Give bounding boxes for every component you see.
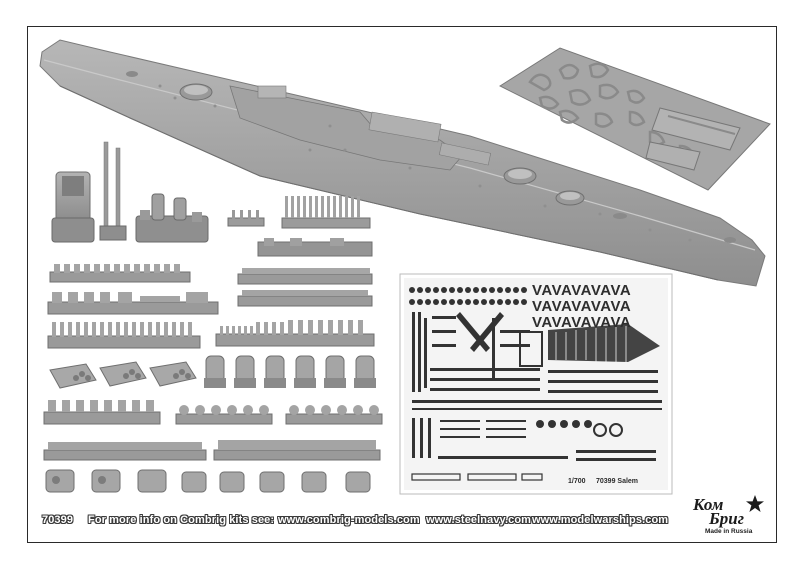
- funnel-part: [51, 171, 95, 243]
- sprue-row-mid-2: [237, 290, 373, 307]
- kombrig-logo: Ком Бриг: [689, 494, 769, 538]
- footer-bar: 70399 For more info on Combrig kits see:…: [32, 508, 772, 536]
- small-sprue-c: [257, 238, 373, 257]
- sprue-row-5: [175, 405, 273, 425]
- ship-hull: [39, 39, 766, 287]
- logo-line-2: Бриг: [709, 509, 745, 528]
- sprue-row-2: [47, 292, 219, 315]
- pe-title: 70399 Salem: [596, 478, 639, 485]
- pe-scale: 1/700: [568, 478, 586, 485]
- sprue-row-7: [43, 442, 207, 461]
- sprue-row-8: [213, 440, 381, 461]
- resin-sprue-plate: [498, 47, 771, 191]
- pe-chevron-row-1: VAVAVAVAVA: [532, 282, 632, 299]
- sprue-row-mid-3: [215, 320, 375, 347]
- pe-chevron-row-3: VAVAVAVAVA: [532, 314, 632, 331]
- triple-turrets: [49, 361, 197, 389]
- star-icon: [746, 495, 764, 512]
- more-info-text: For more info on Combrig kits see:: [88, 514, 275, 526]
- sprue-row-6: [285, 405, 383, 425]
- funnel-sprue: [135, 193, 209, 243]
- boat-parts: [45, 469, 371, 493]
- logo-line-1: Ком: [693, 495, 724, 514]
- photo-etch-sheet: [399, 273, 673, 495]
- website-link-combrig[interactable]: www.combrig-models.com: [278, 514, 420, 526]
- mast-part: [99, 141, 127, 241]
- website-link-modelwarships[interactable]: www.modelwarships.com: [532, 514, 669, 526]
- sprue-row-3: [47, 322, 201, 349]
- kit-number: 70399: [42, 514, 74, 526]
- small-sprue-a: [227, 210, 265, 227]
- website-link-steelnavy[interactable]: www.steelnavy.com: [426, 514, 532, 526]
- sprue-row-4: [43, 400, 161, 425]
- made-in-russia: Made in Russia: [705, 528, 753, 535]
- twin-mounts: [204, 355, 376, 388]
- small-sprue-b: [281, 196, 371, 229]
- pe-chevron-row-2: VAVAVAVAVA: [532, 298, 632, 315]
- sprue-row-mid-1: [237, 268, 373, 285]
- sprue-row-1: [49, 264, 191, 283]
